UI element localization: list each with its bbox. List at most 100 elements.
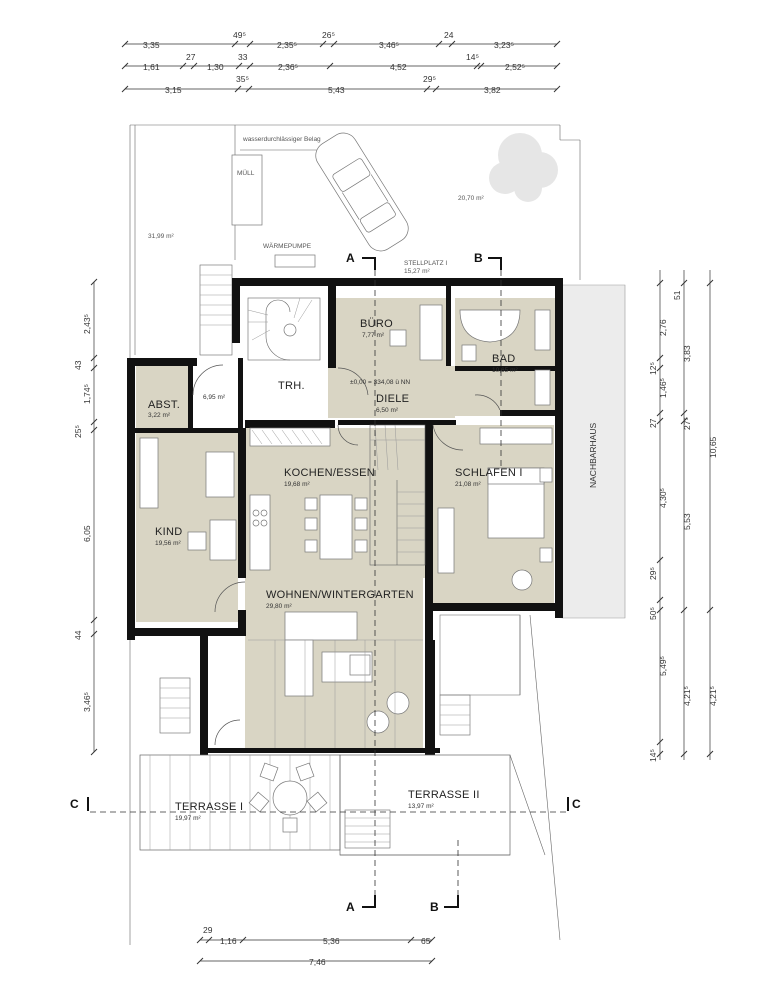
dim-label: 4,21⁵ <box>682 686 692 706</box>
room-schlafen-name: SCHLAFEN I <box>455 467 523 479</box>
dim-label: 2,43⁵ <box>82 314 92 334</box>
dim-label: 2,36⁵ <box>278 62 298 72</box>
section-c-right: C <box>572 797 581 811</box>
dim-label: 24 <box>444 30 454 40</box>
right-dimensions: 51 2,76 12⁵ 1,46⁵ 27 4,30⁵ 29⁵ 50⁵ 5,49⁵… <box>648 270 718 762</box>
waermepumpe-label: WÄRMEPUMPE <box>263 242 312 250</box>
dim-label: 1,74⁵ <box>82 384 92 404</box>
dim-label: 5,53 <box>682 513 692 530</box>
top-dimensions <box>121 40 561 93</box>
dim-label: 33 <box>238 52 248 62</box>
muell-container <box>231 154 263 226</box>
dim-label: 4,52 <box>390 62 407 72</box>
room-terrasse2-area: 13,97 m² <box>408 803 434 810</box>
dim-label: 2,76 <box>658 319 668 336</box>
dim-label: 14⁵ <box>466 52 479 62</box>
room-wohnen-area: 29,80 m² <box>266 603 292 610</box>
dim-label: 65 <box>421 936 431 946</box>
nachbarhaus-label: NACHBARHAUS <box>588 422 598 488</box>
room-terrasse2-name: TERRASSE II <box>408 789 480 801</box>
top-dim-row3: 3,15 35⁵ 5,43 29⁵ 3,82 <box>165 74 501 95</box>
bathtub-icon <box>459 309 521 343</box>
dim-label: 2,35⁵ <box>277 40 297 50</box>
dim-label: 3,82 <box>484 85 501 95</box>
spiral-stairs-trh <box>247 297 321 361</box>
room-bad-name: BAD <box>492 353 516 365</box>
belag-label: wasserdurchlässiger Belag <box>242 136 321 143</box>
dim-label: 43 <box>73 360 83 370</box>
room-wohnen-name: WOHNEN/WINTERGARTEN <box>266 589 414 601</box>
top-dim-row1: 3,35 49⁵ 2,35⁵ 26⁵ 3,46⁵ 24 3,23⁵ <box>143 30 514 50</box>
section-b-bottom: B <box>430 900 439 914</box>
room-kochen-name: KOCHEN/ESSEN <box>284 467 375 479</box>
stellplatz-area: 15,27 m² <box>404 268 430 275</box>
car-icon <box>315 132 409 252</box>
dim-label: 3,23⁵ <box>494 40 514 50</box>
room-terrasse1-area: 19,97 m² <box>175 815 201 822</box>
room-diele-area: 6,50 m² <box>376 407 399 414</box>
left-dimensions: 2,43⁵ 43 1,74⁵ 25⁵ 6,05 44 3,46⁵ <box>73 278 98 756</box>
dim-label: 4,30⁵ <box>658 488 668 508</box>
stairs-main <box>369 424 426 566</box>
dim-label: 5,36 <box>323 936 340 946</box>
room-abst-area: 3,22 m² <box>148 412 171 419</box>
level-label: ±0,00 = 334,08 ü NN <box>350 379 410 386</box>
dim-label: 3,35 <box>143 40 160 50</box>
dim-label: 1,30 <box>207 62 224 72</box>
section-b-top: B <box>474 251 483 265</box>
dim-label: 10,65 <box>708 436 718 458</box>
dim-label: 14⁵ <box>648 749 658 762</box>
room-buero-name: BÜRO <box>360 318 393 330</box>
dim-label: 3,46⁵ <box>82 692 92 712</box>
sofa-icon <box>284 611 358 641</box>
top-dim-row2: 1,61 27 1,30 33 2,36⁵ 4,52 14⁵ 2,52⁵ <box>143 52 525 72</box>
dim-label: 6,05 <box>82 525 92 542</box>
section-c-left: C <box>70 797 79 811</box>
dim-label: 2,52⁵ <box>505 62 525 72</box>
dim-label: 1,16 <box>220 936 237 946</box>
dim-label: 51 <box>672 290 682 300</box>
room-labels: BÜRO 7,77 m² BAD 10,65 m² TRH. 6,95 m² ±… <box>148 318 523 822</box>
room-abst-name: ABST. <box>148 399 180 411</box>
dim-label: 5,49⁵ <box>658 656 668 676</box>
bottom-dimensions: 29 1,16 5,36 65 7,46 <box>196 925 436 967</box>
exterior-stairs <box>199 264 233 356</box>
area-right-label: 20,70 m² <box>458 195 484 202</box>
dim-label: 26⁵ <box>322 30 335 40</box>
dim-label: 49⁵ <box>233 30 246 40</box>
dim-label: 27⁵ <box>682 417 692 430</box>
garden-table-icon <box>272 780 308 816</box>
tree-icon <box>489 133 558 202</box>
furniture <box>139 304 553 748</box>
room-diele-name: DIELE <box>376 393 409 405</box>
dim-label: 29⁵ <box>423 74 436 84</box>
dim-label: 3,46⁵ <box>379 40 399 50</box>
section-a-top: A <box>346 251 355 265</box>
dim-label: 29⁵ <box>648 567 658 580</box>
heat-pump <box>274 254 316 268</box>
room-schlafen-area: 21,08 m² <box>455 481 481 488</box>
stellplatz-label: STELLPLATZ I <box>404 260 447 267</box>
walls <box>127 278 563 755</box>
dim-label: 50⁵ <box>648 607 658 620</box>
dim-label: 27 <box>186 52 196 62</box>
dim-label: 7,46 <box>309 957 326 967</box>
dim-label: 29 <box>203 925 213 935</box>
neighbour-house: NACHBARHAUS <box>561 284 626 619</box>
dim-label: 35⁵ <box>236 74 249 84</box>
site-north: wasserdurchlässiger Belag MÜLL WÄRMEPUMP… <box>129 124 581 945</box>
room-kind-area: 19,56 m² <box>155 540 181 547</box>
dim-label: 27 <box>648 418 658 428</box>
door-swings <box>192 364 501 746</box>
dim-label: 12⁵ <box>648 362 658 375</box>
dim-label: 3,83 <box>682 345 692 362</box>
dim-label: 5,43 <box>328 85 345 95</box>
dim-label: 25⁵ <box>73 425 83 438</box>
dim-label: 3,15 <box>165 85 182 95</box>
area-left-label: 31,99 m² <box>148 233 174 240</box>
dim-label: 1,46⁵ <box>658 378 668 398</box>
room-terrasse1-name: TERRASSE I <box>175 801 243 813</box>
terraces <box>139 614 561 941</box>
dim-label: 1,61 <box>143 62 160 72</box>
